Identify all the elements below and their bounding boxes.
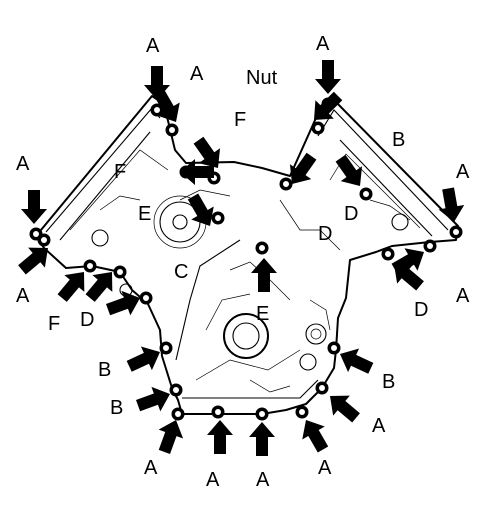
bolt-hole-center — [363, 191, 369, 197]
bolt-hole-center — [143, 295, 149, 301]
label-b: B — [382, 371, 395, 393]
bolt-hole-center — [259, 245, 265, 251]
label-a: A — [206, 469, 220, 491]
pointer-arrow — [334, 342, 377, 381]
label-a: A — [190, 63, 204, 85]
crankshaft-seal-bore — [223, 313, 269, 359]
bolt-hole-center — [215, 215, 221, 221]
bolt-labels: A A A Nut F F B A A E D D C A A F D E D … — [16, 33, 470, 491]
bolt-hole-center — [315, 125, 321, 131]
bolt-hole-center — [41, 237, 47, 243]
label-d: D — [80, 309, 94, 331]
label-d: D — [318, 223, 332, 245]
bolt-hole-center — [331, 345, 337, 351]
oil-pump-boss — [299, 323, 327, 371]
bolt-hole-center — [169, 127, 175, 133]
label-a: A — [144, 457, 158, 479]
bolt-hole-center — [173, 387, 179, 393]
bolt-hole-center — [283, 181, 289, 187]
bolt-hole-center — [175, 411, 181, 417]
label-a: A — [318, 457, 332, 479]
label-nut: Nut — [246, 67, 278, 89]
pointer-arrow — [321, 386, 365, 428]
label-a: A — [146, 35, 160, 57]
label-d: D — [344, 203, 358, 225]
label-a: A — [16, 153, 30, 175]
label-f: F — [48, 313, 60, 335]
bolt-hole-center — [163, 345, 169, 351]
bolt-hole-center — [319, 385, 325, 391]
label-a: A — [372, 415, 386, 437]
pointer-arrow — [315, 60, 341, 94]
label-a: A — [316, 33, 330, 55]
pointer-arrow — [249, 422, 275, 456]
bolt-hole-center — [117, 269, 123, 275]
label-d: D — [414, 299, 428, 321]
bolt-hole-center — [453, 229, 459, 235]
label-a: A — [456, 161, 470, 183]
pointer-arrow — [294, 413, 335, 456]
label-f: F — [114, 161, 126, 183]
label-a: A — [256, 469, 270, 491]
label-e: E — [138, 203, 151, 225]
pointer-arrow — [21, 190, 47, 224]
label-f: F — [234, 109, 246, 131]
label-a: A — [16, 285, 30, 307]
bolt-hole-center — [385, 251, 391, 257]
pointer-arrow — [152, 415, 189, 457]
bolt-hole-center — [154, 107, 160, 113]
bolt-hole-center — [87, 263, 93, 269]
pointer-arrow — [435, 186, 467, 225]
bolt-hole-center — [259, 411, 265, 417]
left-boss — [91, 213, 409, 297]
label-c: C — [174, 261, 188, 283]
bolt-holes — [29, 97, 463, 421]
pointer-arrow — [133, 381, 175, 418]
pointer-arrow — [207, 420, 233, 454]
label-a: A — [456, 285, 470, 307]
pointer-arrow — [13, 238, 57, 280]
label-b: B — [98, 359, 111, 381]
pointer-arrow — [103, 285, 145, 322]
label-e: E — [256, 303, 269, 325]
pointer-arrow — [251, 258, 277, 292]
label-b: B — [392, 129, 405, 151]
pointer-arrow — [123, 340, 166, 379]
bolt-hole-center — [427, 243, 433, 249]
bolt-hole-center — [33, 231, 39, 237]
label-b: B — [110, 397, 123, 419]
bolt-hole-center — [215, 409, 221, 415]
bolt-hole-center — [299, 409, 305, 415]
